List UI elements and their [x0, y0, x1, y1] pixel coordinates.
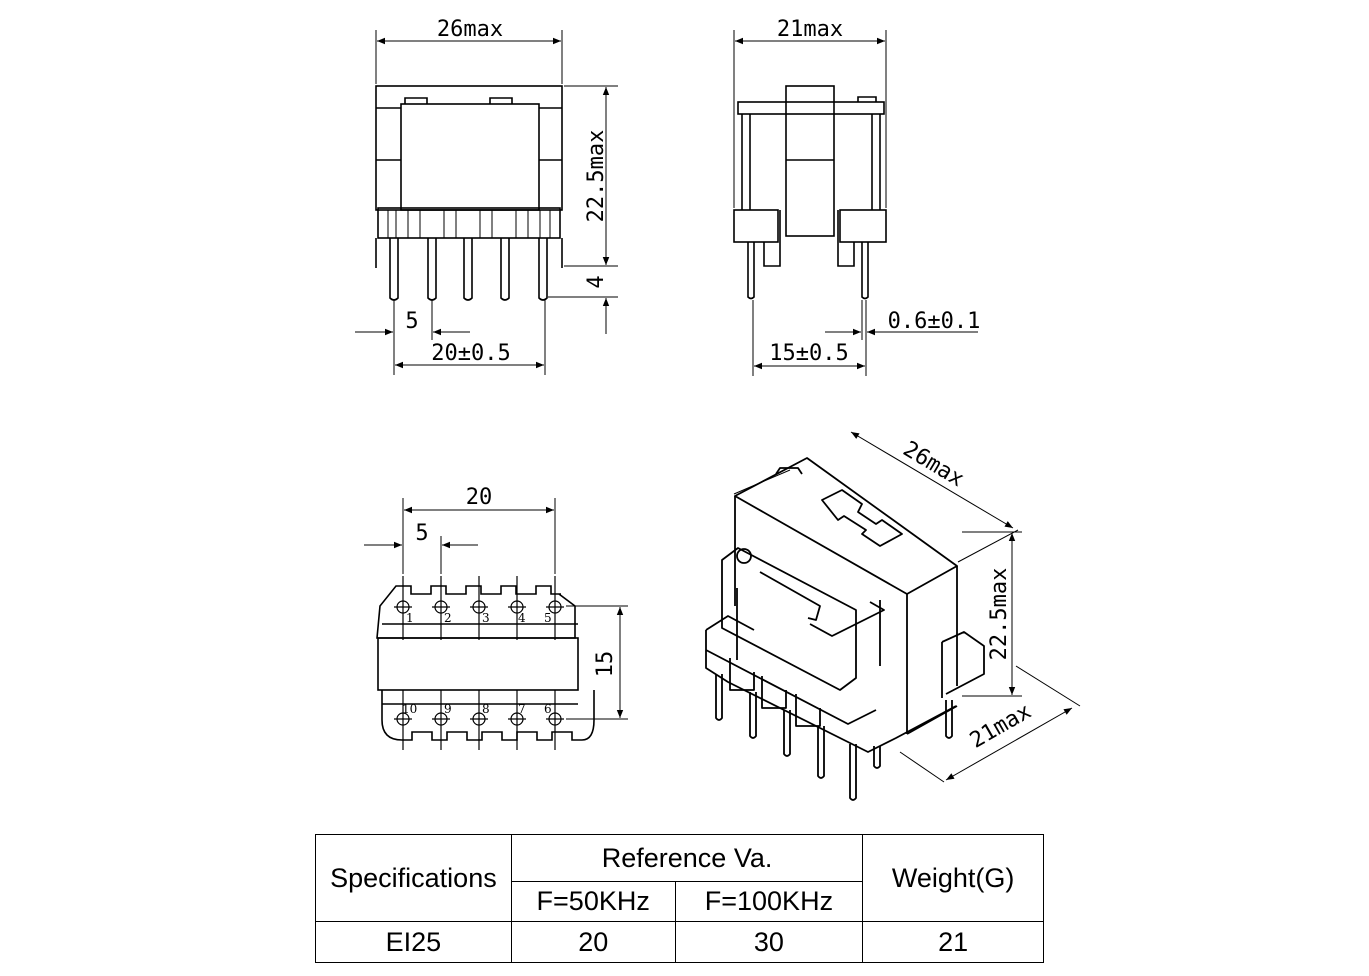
f100-header: F=100KHz — [674, 881, 864, 922]
specifications-header: Specifications — [315, 834, 512, 922]
pin-numbers: 1 2 3 4 5 10 9 8 7 6 — [402, 611, 552, 716]
iso-height-label: 22.5max — [987, 568, 1012, 661]
bottom-view — [364, 498, 628, 750]
table-row: EI25 20 30 21 — [315, 921, 1044, 963]
bottom-row-spacing-label: 15 — [593, 651, 618, 678]
front-height-label: 22.5max — [584, 130, 609, 223]
weight-cell: 21 — [862, 921, 1044, 963]
pin-span-label: 20±0.5 — [431, 341, 510, 366]
pin-number: 5 — [544, 611, 552, 625]
iso-depth-label: 21max — [966, 699, 1036, 754]
iso-width-label: 26max — [899, 437, 969, 493]
side-view — [733, 30, 978, 376]
pin-number: 8 — [482, 702, 490, 716]
pin-number: 3 — [482, 611, 490, 625]
pin-length-label: 4 — [584, 275, 609, 288]
front-width-label: 26max — [437, 17, 503, 42]
bottom-span-label: 20 — [466, 485, 493, 510]
pin-number: 4 — [518, 611, 526, 625]
row-spacing-label: 15±0.5 — [769, 341, 848, 366]
pin-number: 10 — [402, 702, 417, 716]
front-view — [355, 30, 618, 375]
pin-holes — [394, 576, 564, 750]
spec-cell: EI25 — [315, 921, 512, 963]
pin-number: 9 — [444, 702, 452, 716]
pin-number: 1 — [406, 611, 414, 625]
va100-cell: 30 — [674, 921, 864, 963]
pin-number: 6 — [544, 702, 552, 716]
pin-pitch-label: 5 — [405, 309, 418, 334]
isometric-view — [705, 431, 1081, 801]
va50-cell: 20 — [510, 921, 676, 963]
side-width-label: 21max — [777, 17, 843, 42]
iso-pins — [715, 658, 953, 801]
spec-table: Specifications Reference Va. Weight(G) F… — [315, 834, 1044, 963]
weight-header: Weight(G) — [862, 834, 1044, 922]
pin-diameter-label: 0.6±0.1 — [888, 309, 981, 334]
pin-number: 7 — [518, 702, 526, 716]
pin-number: 2 — [444, 611, 452, 625]
front-pins — [389, 238, 548, 301]
reference-header: Reference Va. — [510, 834, 864, 882]
bottom-pitch-label: 5 — [415, 521, 428, 546]
f50-header: F=50KHz — [510, 881, 676, 922]
